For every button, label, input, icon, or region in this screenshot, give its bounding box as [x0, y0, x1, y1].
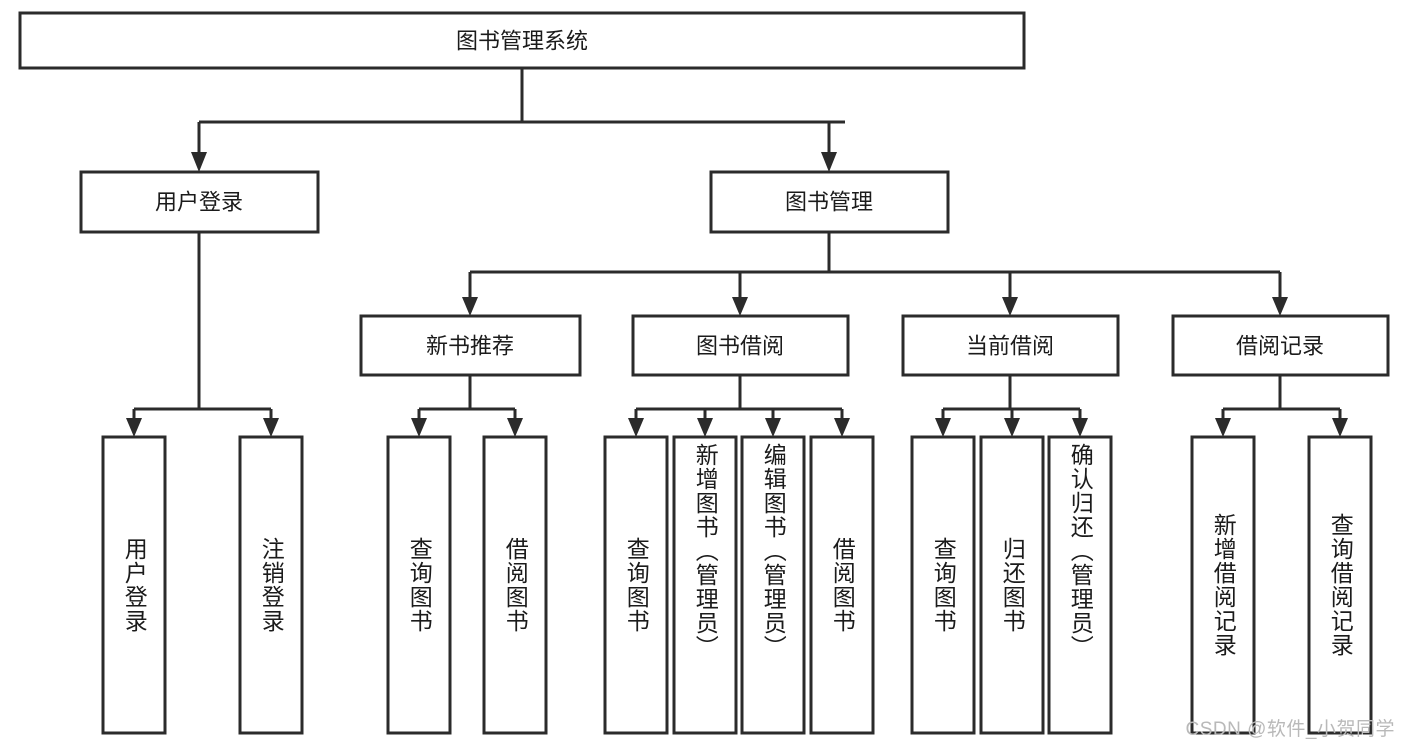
node-book-management[interactable]: 图书管理	[709, 170, 950, 234]
node-book-borrow-label: 图书借阅	[696, 334, 784, 359]
leaf-box-query-book-recommend[interactable]	[386, 435, 452, 735]
connector-bookmanagement-to-level3	[462, 232, 1288, 316]
node-root-label: 图书管理系统	[456, 29, 588, 54]
node-new-book-recommend[interactable]: 新书推荐	[359, 314, 582, 377]
leaf-box-return-book[interactable]	[979, 435, 1045, 735]
node-user-login[interactable]: 用户登录	[79, 170, 320, 234]
node-current-borrow-label: 当前借阅	[966, 334, 1054, 359]
leaf-box-query-borrow-record[interactable]	[1307, 435, 1373, 735]
watermark-text: CSDN @软件_小贺同学	[1185, 719, 1395, 740]
node-book-borrow[interactable]: 图书借阅	[631, 314, 850, 377]
node-root[interactable]: 图书管理系统	[18, 11, 1026, 70]
leaf-box-edit-book[interactable]	[740, 435, 806, 735]
node-borrow-record[interactable]: 借阅记录	[1171, 314, 1390, 377]
connector-currentborrow-to-leaves	[935, 375, 1088, 437]
node-borrow-record-label: 借阅记录	[1236, 334, 1324, 359]
leaf-box-query-book-borrow[interactable]	[603, 435, 669, 735]
node-current-borrow[interactable]: 当前借阅	[901, 314, 1120, 377]
leaf-box-borrow-book-recommend[interactable]	[482, 435, 548, 735]
leaf-box-add-borrow-record[interactable]	[1190, 435, 1256, 735]
connector-newbook-to-leaves	[411, 375, 523, 437]
leaf-box-confirm-return[interactable]	[1047, 435, 1113, 735]
leaf-box-logout[interactable]	[238, 435, 304, 735]
connector-root-to-level2	[191, 68, 845, 172]
node-new-book-recommend-label: 新书推荐	[426, 334, 514, 359]
leaf-box-user-login[interactable]	[101, 435, 167, 735]
leaf-boxes	[101, 435, 1373, 735]
node-user-login-label: 用户登录	[155, 190, 243, 215]
leaf-box-query-book-current[interactable]	[910, 435, 976, 735]
connector-userlogin-to-leaves	[126, 232, 279, 437]
connector-bookborrow-to-leaves	[628, 375, 850, 437]
leaf-box-borrow-book[interactable]	[809, 435, 875, 735]
connector-borrowrecord-to-leaves	[1215, 375, 1348, 437]
leaf-box-add-book[interactable]	[672, 435, 738, 735]
node-book-management-label: 图书管理	[785, 190, 873, 215]
